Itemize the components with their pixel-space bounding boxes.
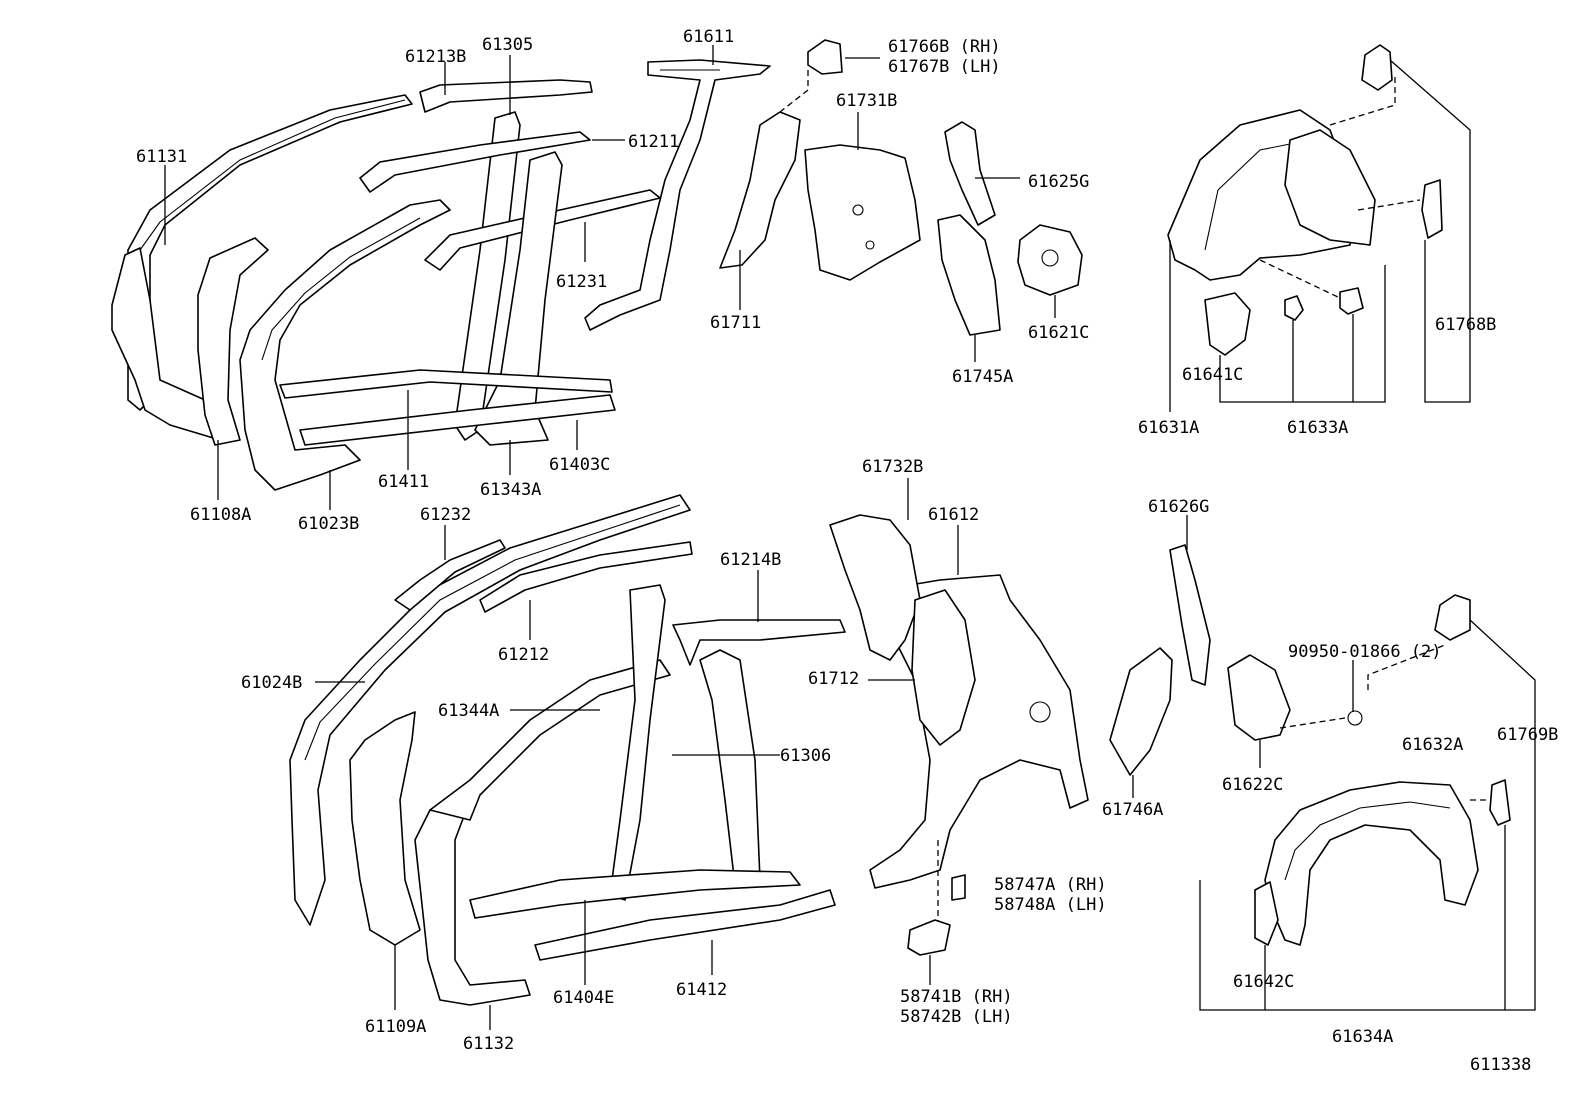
part-61344A [429,659,671,821]
part-61746A [1109,647,1173,776]
label-61411: 61411 [378,472,429,492]
label-61712: 61712 [808,669,859,689]
label-61632A: 61632A [1402,735,1463,755]
label-61132: 61132 [463,1034,514,1054]
label-61412: 61412 [676,980,727,1000]
label-61232: 61232 [420,505,471,525]
label-61305: 61305 [482,35,533,55]
label-61633A: 61633A [1287,418,1348,438]
label-61631A: 61631A [1138,418,1199,438]
part-61732B [829,514,921,661]
part-61625G [944,121,996,226]
label-61214B: 61214B [720,550,781,570]
part-61641C [1204,292,1251,356]
rear-wheel-house-upper-group [1167,44,1443,356]
label-61213B: 61213B [405,47,466,67]
label-61611: 61611 [683,27,734,47]
part-labels: 61131 61213B 61305 61611 61766B (RH) 617… [136,27,1558,1075]
part-61769B [1434,594,1471,641]
part-61633A-plate [1339,287,1364,315]
part-61214B [672,619,846,666]
part-61412 [534,889,836,961]
part-61343A [474,151,563,446]
dashed-connectors [779,70,1490,922]
label-61767B: 61767B (LH) [888,57,1001,77]
part-61745A [937,214,1001,336]
label-61634A: 61634A [1332,1027,1393,1047]
label-58741B: 58741B (RH) [900,987,1013,1007]
part-61766B [807,39,843,75]
label-61108A: 61108A [190,505,251,525]
label-61231: 61231 [556,272,607,292]
part-61212 [479,541,693,613]
label-61612: 61612 [928,505,979,525]
label-61131: 61131 [136,147,187,167]
diagram-reference-number: 611338 [1470,1055,1531,1075]
label-61306: 61306 [780,746,831,766]
label-61403C: 61403C [549,455,610,475]
part-61109A [349,711,421,946]
label-61766B: 61766B (RH) [888,37,1001,57]
part-61611 [584,59,771,331]
part-61411 [279,369,613,399]
label-61711: 61711 [710,313,761,333]
label-61626G: 61626G [1148,497,1209,517]
part-58741B [907,919,951,956]
label-58742B: 58742B (LH) [900,1007,1013,1027]
part-61768B-top [1361,44,1393,91]
upper-side-panel-group [111,39,1083,491]
part-61632A [1264,781,1479,946]
label-90950-01866: 90950-01866 (2) [1288,642,1442,662]
label-61023B: 61023B [298,514,359,534]
label-61024B: 61024B [241,673,302,693]
label-61731B: 61731B [836,91,897,111]
lower-side-panel-group [289,494,846,1006]
label-61212: 61212 [498,645,549,665]
part-61211 [359,131,591,193]
part-61768B [1421,179,1443,239]
part-61131 [127,94,413,411]
part-61622C [1227,654,1291,741]
label-61641C: 61641C [1182,365,1243,385]
label-61622C: 61622C [1222,775,1283,795]
label-61621C: 61621C [1028,323,1089,343]
label-61746A: 61746A [1102,800,1163,820]
rear-wheel-house-lower-group [1254,594,1511,946]
label-58747A: 58747A (RH) [994,875,1107,895]
part-61403C [299,394,616,446]
part-61642C [1254,881,1279,946]
label-61769B: 61769B [1497,725,1558,745]
part-61023B [239,199,451,491]
part-61633A-clip [1284,295,1304,321]
label-61768B: 61768B [1435,315,1496,335]
label-61745A: 61745A [952,367,1013,387]
label-61404E: 61404E [553,988,614,1008]
part-58747A [951,874,966,901]
part-61712 [911,589,976,746]
part-61626G [1169,544,1211,686]
label-61211: 61211 [628,132,679,152]
label-61344A: 61344A [438,701,499,721]
part-61213B [419,79,593,113]
part-61711 [719,111,801,269]
part-61769B-bracket [1489,779,1511,826]
label-61642C: 61642C [1233,972,1294,992]
rear-quarter-lower-group [829,514,1363,956]
leader-lines [164,45,1536,1030]
part-61306 [609,584,666,901]
part-61232 [394,539,506,611]
label-61109A: 61109A [365,1017,426,1037]
part-61108A-inner [197,237,269,446]
label-61732B: 61732B [862,457,923,477]
label-61343A: 61343A [480,480,541,500]
label-58748A: 58748A (LH) [994,895,1107,915]
label-61625G: 61625G [1028,172,1089,192]
part-61306-inner [699,649,761,886]
part-61633A [1284,129,1376,246]
part-61404E [469,869,801,919]
